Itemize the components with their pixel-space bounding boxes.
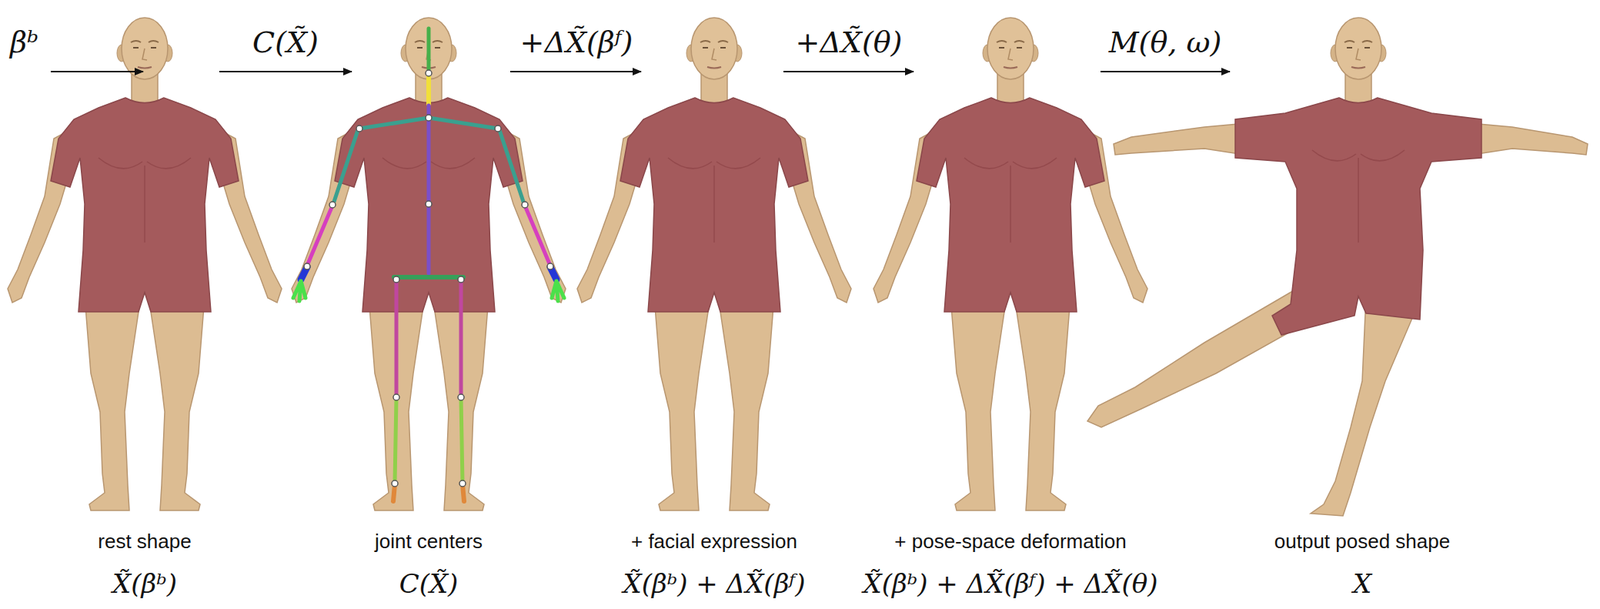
stage-caption: joint centers	[374, 529, 483, 554]
arrow	[219, 70, 352, 73]
arrow	[783, 70, 914, 73]
stage-caption: + pose-space deformation	[894, 529, 1126, 554]
arrow	[1100, 70, 1230, 73]
arrow-label: M(θ, ω)	[1108, 25, 1223, 61]
expression-figure	[577, 17, 852, 511]
rest-shape-figure	[7, 17, 282, 511]
input-symbol: βᵇ	[10, 25, 39, 61]
pose-deformed-figure	[873, 17, 1148, 511]
arrow	[50, 70, 144, 73]
arrow	[510, 70, 642, 73]
stage-caption: rest shape	[97, 529, 191, 554]
arrow-label: C(X̃)	[252, 25, 319, 61]
stage-formula: X	[1352, 567, 1372, 600]
stage-formula: X̃(βᵇ) + ΔX̃(βᶠ)	[623, 567, 806, 600]
posed-figure	[1087, 17, 1588, 516]
skeleton	[293, 28, 565, 502]
stage-caption: output posed shape	[1274, 529, 1450, 554]
stage-formula: X̃(βᵇ) + ΔX̃(βᶠ) + ΔX̃(θ)	[863, 567, 1159, 600]
stage-caption: + facial expression	[631, 529, 798, 554]
stage-formula: C(X̃)	[399, 567, 459, 600]
arrow-label: +ΔX̃(θ)	[795, 25, 903, 61]
stage-formula: X̃(βᵇ)	[112, 567, 178, 600]
joint-figure	[291, 17, 566, 511]
arrow-label: +ΔX̃(βᶠ)	[520, 25, 634, 61]
arrows	[50, 70, 1230, 73]
